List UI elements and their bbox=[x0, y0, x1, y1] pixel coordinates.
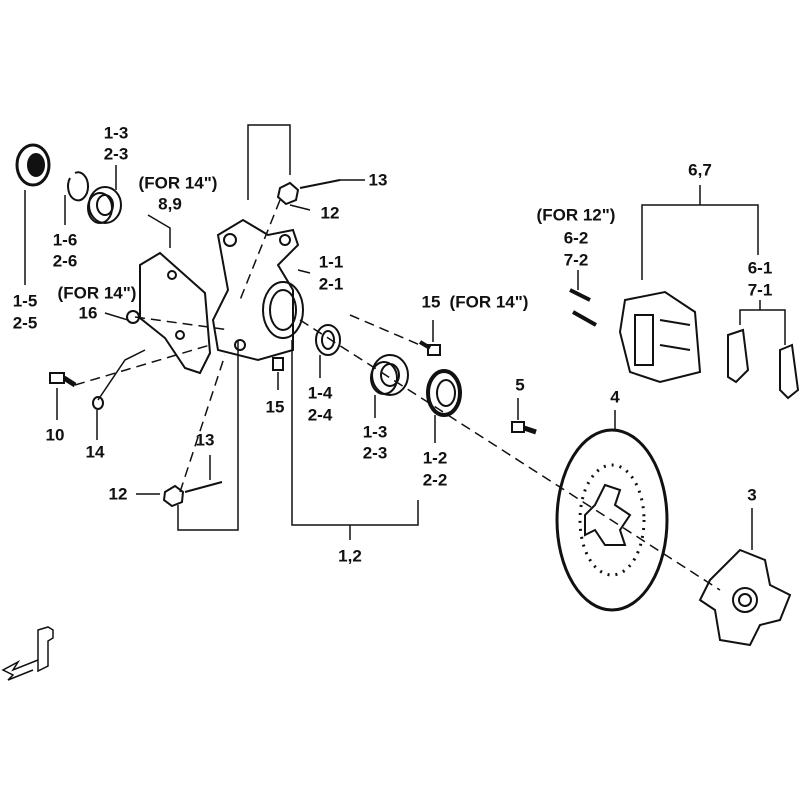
leader-lines bbox=[24, 124, 786, 550]
part-label: 12 bbox=[320, 203, 340, 223]
part-label: 6-2 bbox=[563, 228, 589, 248]
part-note: (FOR 14") bbox=[449, 292, 529, 312]
part-label: 16 bbox=[78, 303, 98, 323]
part-label: 6,7 bbox=[688, 160, 712, 180]
part-label: 2-3 bbox=[362, 443, 388, 463]
part-note: (FOR 14") bbox=[138, 173, 218, 193]
bolt-part bbox=[49, 372, 77, 388]
caliper-part bbox=[618, 290, 702, 384]
cotter-pin-part bbox=[299, 179, 341, 189]
bolt-part bbox=[272, 357, 284, 371]
part-label: 10 bbox=[45, 425, 65, 445]
nut-part bbox=[162, 484, 185, 508]
part-label: 1-2 bbox=[422, 448, 448, 468]
part-label: 5 bbox=[515, 375, 525, 395]
part-label: 1-5 bbox=[12, 291, 38, 311]
part-label: 1-3 bbox=[103, 123, 129, 143]
part-label: 14 bbox=[85, 442, 105, 462]
brake-pad-part bbox=[779, 343, 800, 400]
brake-disc-part bbox=[555, 428, 669, 612]
part-label: 13 bbox=[368, 170, 388, 190]
part-label: 7-2 bbox=[563, 250, 589, 270]
part-label: 1,2 bbox=[338, 546, 362, 566]
bearing-part bbox=[87, 186, 122, 224]
part-label: 1-6 bbox=[52, 230, 78, 250]
part-label: 4 bbox=[610, 387, 620, 407]
pin-part bbox=[572, 310, 597, 327]
knuckle-part bbox=[211, 218, 304, 362]
caliper-bracket-part bbox=[139, 251, 212, 375]
washer-part bbox=[92, 396, 104, 410]
nut-part bbox=[276, 181, 300, 206]
part-label: 2-4 bbox=[307, 405, 333, 425]
part-label: 2-5 bbox=[12, 313, 38, 333]
cotter-pin-part bbox=[184, 481, 223, 493]
part-label: 6-1 bbox=[747, 258, 773, 278]
hub-part bbox=[698, 548, 792, 647]
seal-part bbox=[426, 369, 462, 417]
bolt-part bbox=[418, 340, 441, 356]
part-label: 15 bbox=[421, 292, 441, 312]
part-label: 2-3 bbox=[103, 144, 129, 164]
part-label: 2-6 bbox=[52, 251, 78, 271]
spacer-part bbox=[315, 324, 341, 356]
assembly-axis-lines bbox=[74, 199, 721, 591]
brake-pad-part bbox=[727, 328, 750, 384]
part-label: 1-4 bbox=[307, 383, 333, 403]
part-note: (FOR 14") bbox=[57, 283, 137, 303]
front-direction-icon bbox=[1, 626, 54, 681]
part-label: 13 bbox=[195, 430, 215, 450]
part-label: 3 bbox=[747, 485, 757, 505]
part-label: 2-1 bbox=[318, 274, 344, 294]
part-label: 15 bbox=[265, 397, 285, 417]
part-label: 7-1 bbox=[747, 280, 773, 300]
part-label: 1-3 bbox=[362, 422, 388, 442]
oil-seal-part bbox=[15, 143, 51, 187]
part-note: (FOR 12") bbox=[536, 205, 616, 225]
part-label: 2-2 bbox=[422, 470, 448, 490]
part-label: 1-1 bbox=[318, 252, 344, 272]
bolt-part bbox=[511, 421, 537, 435]
circlip-part bbox=[67, 171, 89, 202]
part-label: 8,9 bbox=[158, 194, 182, 214]
bearing-part bbox=[370, 354, 409, 396]
part-label: 12 bbox=[108, 484, 128, 504]
pin-part bbox=[569, 288, 591, 302]
